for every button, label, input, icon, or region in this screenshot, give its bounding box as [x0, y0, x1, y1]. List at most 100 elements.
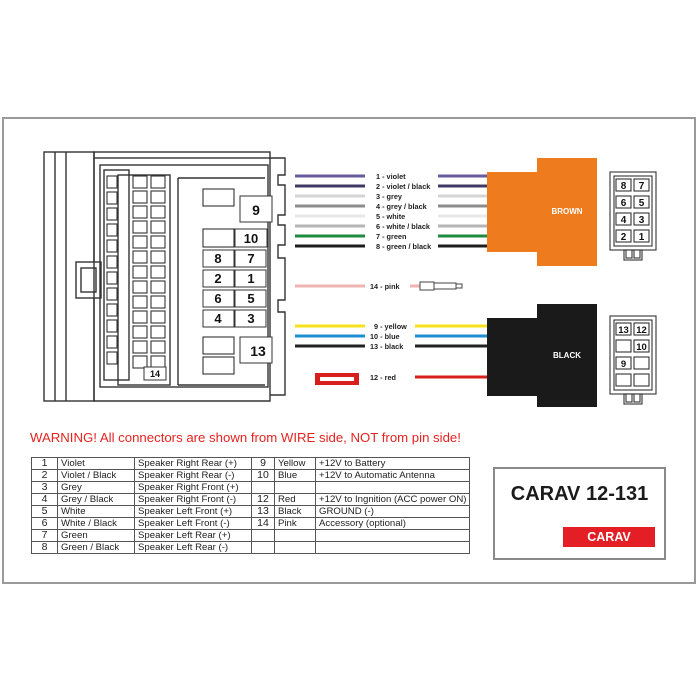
hu-cavity — [150, 310, 166, 324]
table-cell-d1: Speaker Left Front (+) — [134, 505, 252, 518]
hu-cavity — [150, 220, 166, 234]
wire-label-14: 14 - pink — [370, 282, 401, 291]
table-cell-n1: 2 — [31, 469, 58, 482]
hu-pin-cavities — [106, 175, 235, 375]
table-cell-d1: Speaker Right Front (+) — [134, 481, 252, 494]
brown-pin-5: 5 — [639, 198, 645, 209]
hu-cavity — [150, 175, 166, 189]
hu-cavity — [150, 190, 166, 204]
table-cell-d1: Speaker Right Front (-) — [134, 493, 252, 506]
black-pin-13: 13 — [618, 325, 629, 336]
wire-label-6: 6 - white / black — [376, 222, 431, 231]
table-cell-c1: White — [57, 505, 135, 518]
wire-label-9: 9 - yellow — [374, 322, 407, 331]
brown-pin-3: 3 — [639, 215, 645, 226]
wire-label-5: 5 - white — [376, 212, 405, 221]
hu-pin-1: 1 — [247, 271, 254, 286]
table-cell-c2: Red — [274, 493, 316, 506]
table-cell-d1: Speaker Left Front (-) — [134, 517, 252, 530]
black-connector-label: BLACK — [553, 351, 581, 360]
table-cell-n2: 9 — [251, 457, 275, 470]
hu-cavity — [106, 255, 118, 269]
hu-pin-5: 5 — [247, 291, 254, 306]
table-cell-c1: Green / Black — [57, 541, 135, 554]
hu-cavity — [150, 265, 166, 279]
wire-label-8: 8 - green / black — [376, 242, 432, 251]
table-cell-n2 — [251, 541, 275, 554]
table-cell-c1: Violet — [57, 457, 135, 470]
table-cell-d2 — [314, 541, 471, 554]
table-cell-d2 — [314, 529, 471, 542]
table-cell-n2: 10 — [251, 469, 275, 482]
model-title: CARAV 12-131 — [510, 483, 649, 505]
brown-connector-label: BROWN — [551, 207, 582, 216]
wire-label-4: 4 - grey / black — [376, 202, 428, 211]
hu-pin-8: 8 — [214, 251, 221, 266]
hu-cavity — [202, 228, 235, 248]
hu-cavity — [106, 271, 118, 285]
hu-cavity — [150, 295, 166, 309]
hu-cavity — [150, 355, 166, 369]
black-pin-face — [609, 315, 657, 405]
warning-text: WARNING! All connectors are shown from W… — [30, 430, 461, 445]
table-cell-d1: Speaker Left Rear (-) — [134, 541, 252, 554]
model-box: CARAV 12-131 CARAV — [493, 467, 666, 560]
table-cell-c2 — [274, 481, 316, 494]
hu-cavity — [106, 335, 118, 349]
hu-cavity — [150, 340, 166, 354]
table-cell-d1: Speaker Right Rear (-) — [134, 469, 252, 482]
hu-cavity — [202, 336, 235, 355]
table-cell-n2 — [251, 529, 275, 542]
hu-pin-2: 2 — [214, 271, 221, 286]
hu-pin-4: 4 — [214, 311, 222, 326]
hu-pin-13: 13 — [250, 343, 266, 359]
hu-cavity — [106, 319, 118, 333]
table-cell-n1: 6 — [31, 517, 58, 530]
brown-pin-8: 8 — [621, 181, 627, 192]
table-cell-c2: Pink — [274, 517, 316, 530]
table-cell-n1: 5 — [31, 505, 58, 518]
wire-label-3: 3 - grey — [376, 192, 403, 201]
table-cell-c2: Yellow — [274, 457, 316, 470]
hu-cavity — [150, 325, 166, 339]
hu-cavity — [132, 235, 148, 249]
wire-label-13: 13 - black — [370, 342, 404, 351]
brown-pin-7: 7 — [639, 181, 645, 192]
black-pin-12: 12 — [636, 325, 647, 336]
hu-cavity — [150, 280, 166, 294]
wire-bundle — [295, 174, 487, 379]
table-cell-n2: 12 — [251, 493, 275, 506]
hu-pin-7: 7 — [247, 251, 254, 266]
hu-cavity — [132, 340, 148, 354]
hu-cavity — [106, 239, 118, 253]
hu-cavity — [106, 207, 118, 221]
table-cell-c2 — [274, 529, 316, 542]
table-cell-c2: Black — [274, 505, 316, 518]
accessory-plug-icon — [419, 281, 463, 291]
hu-cavity — [202, 356, 235, 375]
hu-cavity — [150, 250, 166, 264]
wire-label-12: 12 - red — [370, 373, 396, 382]
table-cell-n2: 14 — [251, 517, 275, 530]
hu-pin-9: 9 — [252, 202, 260, 218]
hu-cavity — [132, 205, 148, 219]
table-cell-d2: +12V to Ingnition (ACC power ON) — [314, 493, 471, 506]
table-cell-n1: 1 — [31, 457, 58, 470]
table-cell-c1: Grey — [57, 481, 135, 494]
hu-cavity — [132, 295, 148, 309]
hu-cavity — [132, 175, 148, 189]
wire-label-1: 1 - violet — [376, 172, 406, 181]
hu-cavity — [106, 303, 118, 317]
brown-pin-1: 1 — [639, 232, 645, 243]
black-connector: BLACK — [487, 304, 597, 407]
table-cell-c1: Violet / Black — [57, 469, 135, 482]
hu-cavity — [106, 175, 118, 189]
hu-cavity — [132, 355, 148, 369]
